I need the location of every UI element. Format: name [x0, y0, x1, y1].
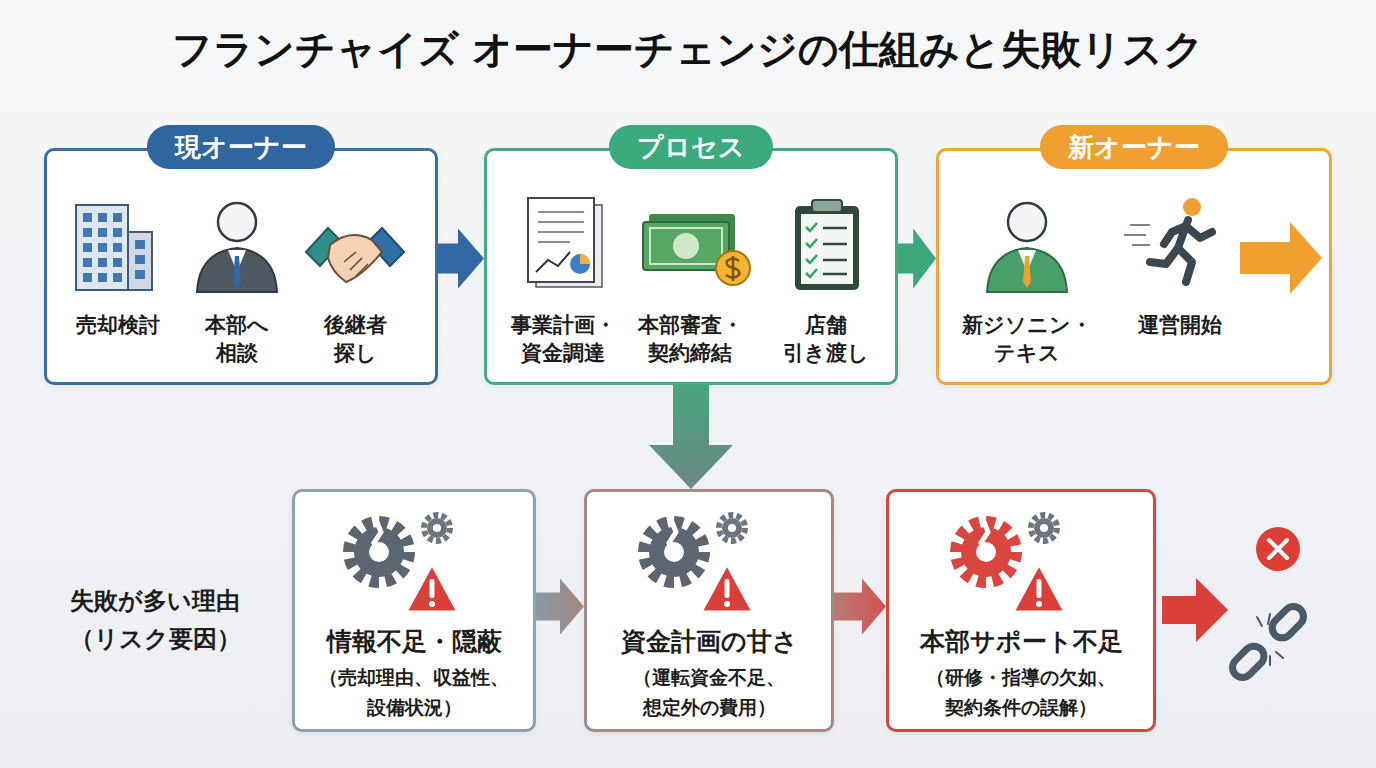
- stage-box: 現オーナー売却検討本部へ 相談後継者 探し: [44, 148, 438, 385]
- failure-arrow: [1162, 578, 1228, 642]
- flow-arrow: [898, 229, 936, 289]
- failure-cross-icon: [1256, 527, 1300, 571]
- flow-arrow: [649, 385, 733, 489]
- flow-arrow: [536, 579, 584, 635]
- broken-chain-icon: [1268, 602, 1308, 642]
- stage-heading: 新オーナー: [1040, 125, 1228, 169]
- stage-box: 新オーナー新ジソニン・ テキス運営開始: [936, 148, 1332, 385]
- stage-heading: 現オーナー: [147, 125, 335, 169]
- step-label: 運営開始: [1137, 311, 1223, 339]
- risk-detail: （売却理由、収益性、 設備状況）: [318, 662, 510, 722]
- broken-chain-icon: [1257, 614, 1283, 665]
- risk-box: 資金計画の甘さ （運転資金不足、 想定外の費用）: [584, 489, 834, 732]
- risk-title: 情報不足・隠蔽: [327, 626, 502, 658]
- risk-detail: （運転資金不足、 想定外の費用）: [632, 662, 786, 722]
- broken-chain-icon: [1228, 602, 1307, 681]
- step-label: 本部審査・ 契約締結: [637, 311, 744, 367]
- step-label: 売却検討: [75, 311, 161, 339]
- flow-arrow: [834, 579, 886, 635]
- flow-arrow: [438, 229, 484, 289]
- failure-cross-icon: [1256, 527, 1300, 571]
- step-label: 事業計画・ 資金調達: [510, 311, 617, 367]
- risk-title: 資金計画の甘さ: [621, 626, 798, 658]
- stage-box: プロセス事業計画・ 資金調達本部審査・ 契約締結店舗 引き渡し: [484, 148, 898, 385]
- step-label: 店舗 引き渡し: [782, 311, 870, 367]
- diagram-title: フランチャイズ オーナーチェンジの仕組みと失敗リスク: [0, 22, 1376, 77]
- risk-detail: （研修・指導の欠如、 契約条件の誤解）: [925, 662, 1117, 722]
- failure-cross-icon: [1269, 540, 1287, 558]
- risk-box: 情報不足・隠蔽 （売却理由、収益性、 設備状況）: [292, 489, 536, 732]
- step-label: 本部へ 相談: [204, 311, 270, 367]
- risk-title: 本部サポート不足: [920, 626, 1123, 658]
- side-label: 失敗が多い理由 （リスク要因）: [69, 582, 242, 658]
- stage-heading: プロセス: [609, 125, 773, 169]
- broken-chain-icon: [1228, 642, 1268, 682]
- step-label: 後継者 探し: [323, 311, 388, 367]
- broken-chain-icon: [1228, 602, 1307, 681]
- risk-box: 本部サポート不足 （研修・指導の欠如、 契約条件の誤解）: [886, 489, 1156, 732]
- failure-arrow: [1162, 578, 1228, 642]
- step-label: 新ジソニン・ テキス: [961, 311, 1093, 367]
